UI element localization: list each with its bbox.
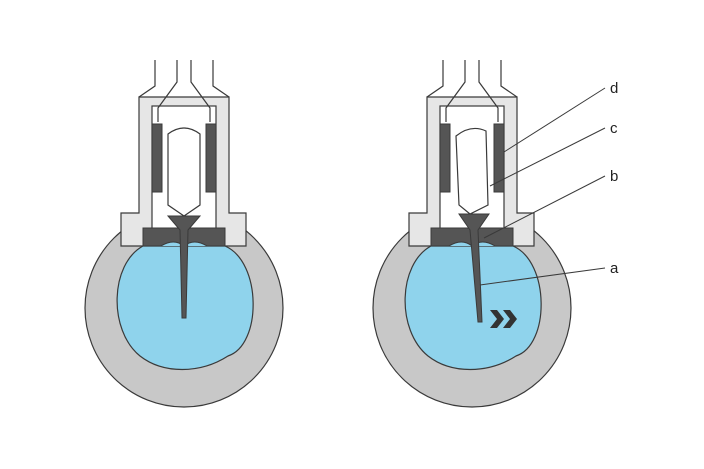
inner-wires-right	[445, 60, 499, 122]
coil-left-b	[205, 123, 217, 193]
leader-line-b	[483, 175, 606, 239]
plunger-right	[455, 127, 489, 215]
double-chevron-right-icon	[490, 310, 517, 328]
leader-line-d	[503, 87, 606, 153]
sensor-right	[372, 60, 572, 408]
coil-right-a	[439, 123, 451, 193]
sensor-left	[84, 60, 284, 408]
plunger-left	[167, 127, 201, 217]
pointer-right	[458, 213, 490, 323]
inner-wires-left	[157, 60, 211, 122]
leader-line-c	[489, 127, 606, 187]
label-a: a	[610, 260, 619, 277]
lead-wire-right	[426, 60, 518, 98]
coil-left-a	[151, 123, 163, 193]
lead-wire-left	[138, 60, 230, 98]
leader-line-a	[479, 267, 606, 286]
coil-right-b	[493, 123, 505, 193]
fluid-chamber-right	[404, 245, 542, 371]
label-d: d	[610, 80, 618, 97]
leader-lines	[479, 87, 606, 286]
label-c: c	[610, 120, 618, 137]
pointer-left	[166, 215, 202, 319]
label-b: b	[610, 168, 618, 185]
